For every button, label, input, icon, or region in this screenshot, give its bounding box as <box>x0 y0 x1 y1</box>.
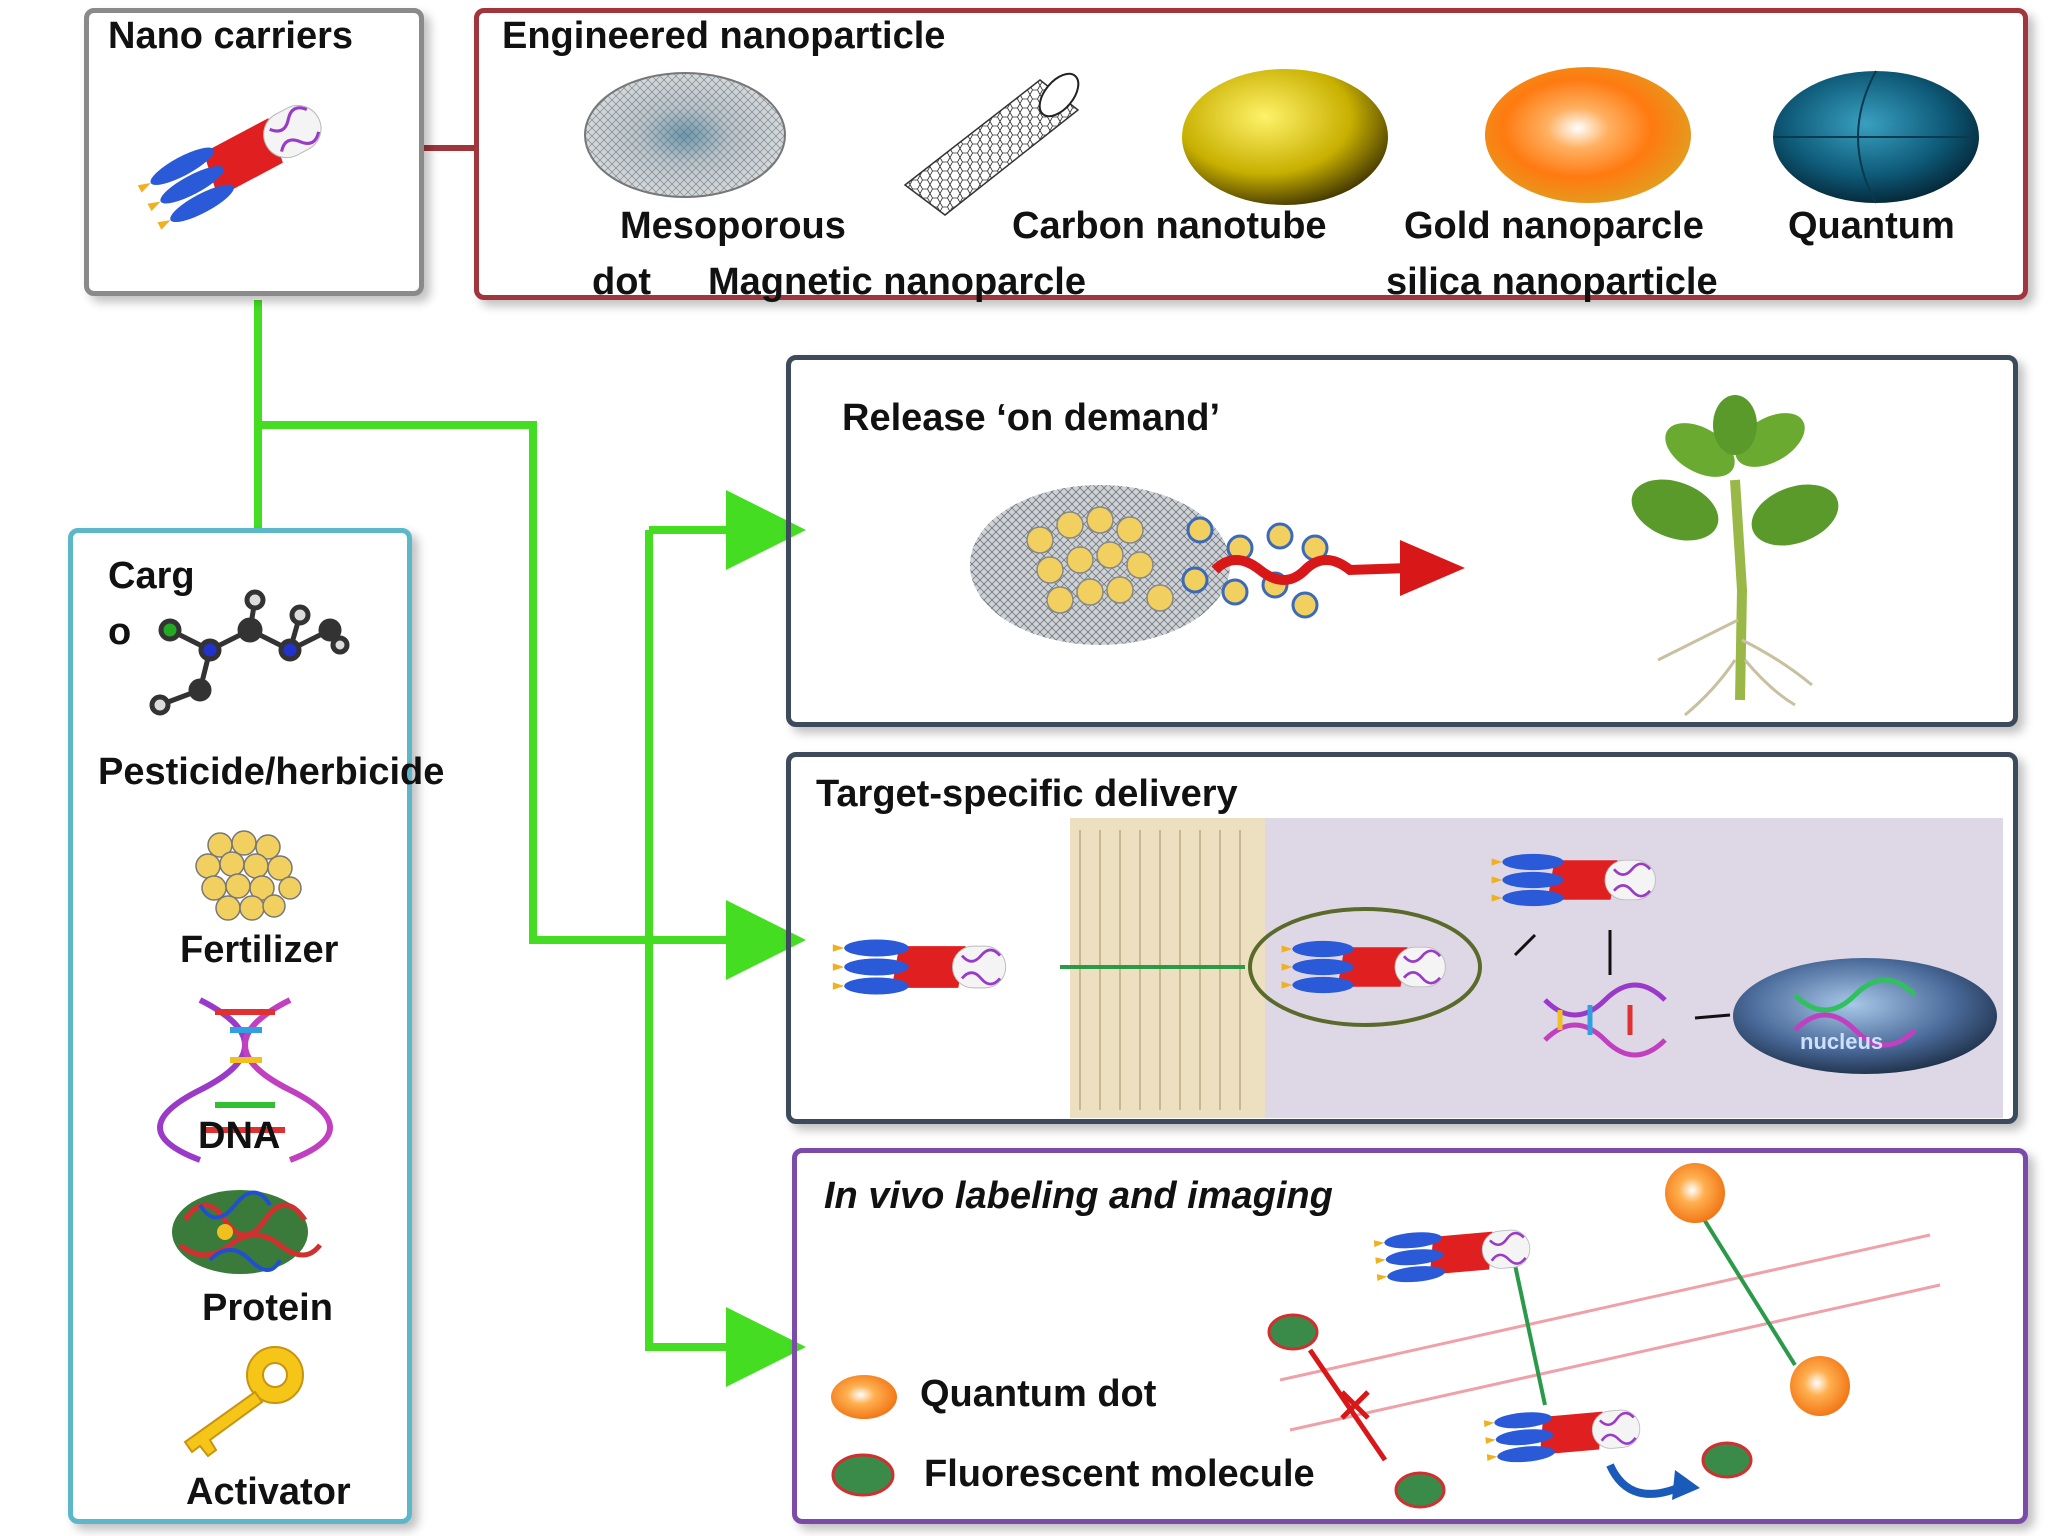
plant-icon <box>1631 395 1839 717</box>
gold-nanoparticle-label: Gold nanoparcle <box>1404 205 1704 247</box>
activator-label: Activator <box>186 1471 351 1513</box>
fertilizer-icon <box>195 830 302 921</box>
fluorescent-free-3-icon <box>1701 1441 1753 1479</box>
mesoporous-silica-icon <box>584 72 786 198</box>
quantum-label: Quantum <box>1788 205 1955 247</box>
engineered-title: Engineered nanoparticle <box>502 15 946 57</box>
released-dna-icon <box>1543 982 1667 1058</box>
cargo-title-1: Carg <box>108 555 195 597</box>
pesticide-label: Pesticide/herbicide <box>98 751 445 793</box>
dna-label: DNA <box>198 1115 281 1157</box>
engineered-nanoparticle-box <box>474 8 2028 300</box>
binding-line-2 <box>1693 1203 1797 1367</box>
cell-entry-ring <box>1248 907 1482 1027</box>
cell-wall-texture <box>1079 830 1241 1110</box>
silica-label: silica nanoparticle <box>1386 261 1718 303</box>
carbon-nanotube-label: Carbon nanotube <box>1012 205 1327 247</box>
target-box <box>786 752 2018 1124</box>
quantum-dot-free-1-icon <box>1665 1163 1725 1223</box>
nucleus-icon <box>1733 958 1997 1074</box>
activator-key-icon <box>183 1346 304 1458</box>
gold-nanoparticle-icon <box>1485 67 1691 203</box>
connector-lines <box>254 145 806 1387</box>
pesticide-molecule-icon <box>149 589 350 716</box>
target-title: Target-specific delivery <box>816 773 1238 815</box>
cargo-box <box>68 528 412 1524</box>
blocked-x-icon <box>1340 1390 1370 1420</box>
legend-quantum-dot-label: Quantum dot <box>920 1373 1157 1415</box>
dot-label: dot <box>592 261 652 303</box>
quantum-dot-sphere-icon <box>1773 70 1979 204</box>
protein-icon <box>172 1190 322 1274</box>
pointer-line-3 <box>1694 1013 1731 1020</box>
fluorescent-free-2-icon <box>1394 1471 1446 1509</box>
cargo-title-2: o <box>108 611 132 653</box>
legend-fluorescent-icon <box>831 1453 895 1497</box>
release-title: Release ‘on demand’ <box>842 397 1221 439</box>
carbon-nanotube-icon <box>903 72 1080 216</box>
protein-label: Protein <box>202 1287 333 1329</box>
magnetic-nanoparticle-icon <box>1182 69 1388 205</box>
quantum-dot-free-2-icon <box>1790 1356 1850 1416</box>
blocked-binding-line <box>1307 1348 1388 1462</box>
fertilizer-label: Fertilizer <box>180 929 339 971</box>
curved-arrow-head-icon <box>1672 1470 1700 1500</box>
nano-carriers-title: Nano carriers <box>108 15 354 57</box>
dna-helix-icon <box>157 997 333 1163</box>
fluorescent-free-1-icon <box>1267 1313 1319 1351</box>
release-box <box>786 355 2018 727</box>
legend-quantum-dot-icon <box>831 1375 897 1419</box>
magnetic-label: Magnetic nanoparcle <box>708 261 1086 303</box>
cell-membrane <box>1279 1233 1941 1432</box>
mesoporous-label: Mesoporous <box>620 205 846 247</box>
release-nanoparticle-icon <box>970 485 1465 645</box>
imaging-title: In vivo labeling and imaging <box>824 1175 1333 1217</box>
nucleus-label: nucleus <box>1800 1029 1884 1054</box>
nano-carriers-box <box>84 8 424 296</box>
pointer-line-1 <box>1513 933 1537 957</box>
legend-fluorescent-label: Fluorescent molecule <box>924 1453 1315 1495</box>
binding-line-1 <box>1513 1264 1547 1406</box>
imaging-box <box>792 1148 2028 1524</box>
